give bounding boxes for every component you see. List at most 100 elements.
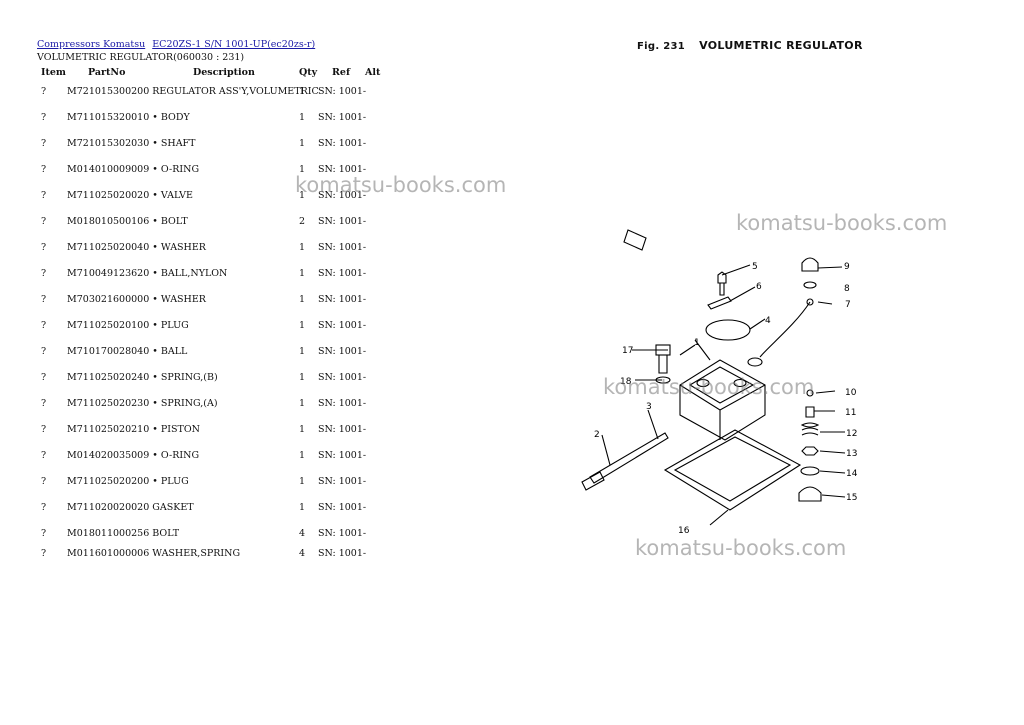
callout-6: 6 [756,282,762,292]
qty-cell: 1 [299,294,306,305]
part-cell: M711025020020 • VALVE [67,190,193,201]
qty-cell: 1 [299,86,306,97]
item-cell: ? [41,216,47,227]
ref-cell: SN: 1001- [318,450,367,461]
tag-shape [623,229,647,251]
item-cell: ? [41,190,47,201]
qty-cell: 1 [299,138,306,149]
qty-cell: 1 [299,268,306,279]
ref-cell: SN: 1001- [318,216,367,227]
part-cell: M711020020020 GASKET [67,502,194,513]
ref-cell: SN: 1001- [318,372,367,383]
header-ref: Ref [332,67,351,78]
ref-cell: SN: 1001- [318,502,367,513]
callout-2: 2 [594,430,600,440]
ref-cell: SN: 1001- [318,86,367,97]
part-cell: M711025020210 • PISTON [67,424,200,435]
item-cell: ? [41,346,47,357]
ref-cell: SN: 1001- [318,138,367,149]
item-cell: ? [41,476,47,487]
gasket-shape [663,429,802,511]
item-cell: ? [41,268,47,279]
callout-13: 13 [846,449,857,459]
ref-cell: SN: 1001- [318,398,367,409]
ref-cell: SN: 1001- [318,320,367,331]
qty-cell: 1 [299,372,306,383]
breadcrumb: Compressors Komatsu EC20ZS-1 S/N 1001-UP… [37,39,319,50]
callout-15: 15 [846,493,857,503]
ref-cell: SN: 1001- [318,190,367,201]
part-cell: M018010500106 • BOLT [67,216,188,227]
ref-cell: SN: 1001- [318,164,367,175]
item-cell: ? [41,294,47,305]
callout-10: 10 [845,388,857,398]
qty-cell: 1 [299,112,306,123]
breadcrumb-link-model[interactable]: EC20ZS-1 S/N 1001-UP(ec20zs-r) [152,39,316,50]
item-cell: ? [41,528,47,539]
callout-12: 12 [846,429,857,439]
callout-7: 7 [845,300,851,310]
part-cell: M014010009009 • O-RING [67,164,200,175]
valve-plate-shape [705,319,751,341]
qty-cell: 4 [299,528,306,539]
header-description: Description [193,67,255,78]
body-top-face [688,366,755,404]
part-cell: M721015300200 REGULATOR ASS'Y,VOLUMETRIC [67,86,319,97]
item-cell: ? [41,424,47,435]
part-cell: M711025020100 • PLUG [67,320,189,331]
callout-18: 18 [620,377,632,387]
ref-cell: SN: 1001- [318,242,367,253]
part-cell: M711025020200 • PLUG [67,476,189,487]
header-alt: Alt [365,67,381,78]
ref-cell: SN: 1001- [318,112,367,123]
header-item: Item [41,67,66,78]
item-cell: ? [41,112,47,123]
watermark: komatsu-books.com [635,536,847,560]
spring-shape [800,422,820,436]
qty-cell: 1 [299,320,306,331]
item-cell: ? [41,164,47,175]
item-cell: ? [41,450,47,461]
callout-8: 8 [844,284,850,294]
part-cell: M721015302030 • SHAFT [67,138,196,149]
callout-3: 3 [646,402,652,412]
watermark: komatsu-books.com [736,211,948,235]
ref-cell: SN: 1001- [318,268,367,279]
figure-heading: VOLUMETRIC REGULATOR [699,39,863,52]
table-row: ? M710049123620 • BALL,NYLON 1 SN: 1001- [0,268,420,282]
table-row: ? M018011000256 BOLT 4 SN: 1001- [0,528,420,542]
callout-1: 1 [694,338,700,348]
header-partno: PartNo [88,67,126,78]
ref-cell: SN: 1001- [318,346,367,357]
ref-cell: SN: 1001- [318,294,367,305]
header-qty: Qty [299,67,318,78]
callout-17: 17 [622,346,633,356]
item-cell: ? [41,548,47,559]
breadcrumb-link-compressors[interactable]: Compressors Komatsu [37,39,146,50]
part-cell: M018011000256 BOLT [67,528,180,539]
page-subtitle: VOLUMETRIC REGULATOR(060030 : 231) [37,52,245,63]
callout-9: 9 [844,262,850,272]
qty-cell: 1 [299,164,306,175]
item-cell: ? [41,138,47,149]
part-cell: M703021600000 • WASHER [67,294,206,305]
qty-cell: 1 [299,424,306,435]
table-row: ? M711015320010 • BODY 1 SN: 1001- [0,112,420,126]
part-cell: M710049123620 • BALL,NYLON [67,268,228,279]
part-cell: M711015320010 • BODY [67,112,190,123]
ref-cell: SN: 1001- [318,528,367,539]
qty-cell: 1 [299,476,306,487]
shaft-shape [589,432,669,484]
qty-cell: 1 [299,398,306,409]
callout-5: 5 [752,262,758,272]
